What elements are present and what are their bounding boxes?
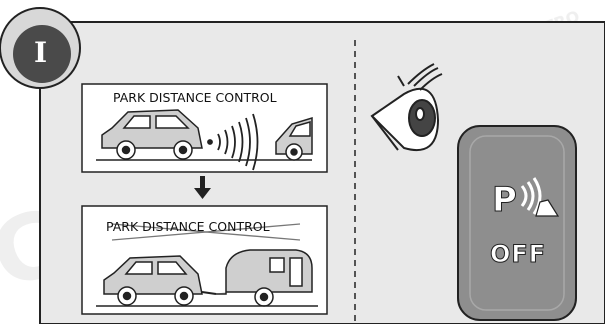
panel-pdc-active-title: PARK DISTANCE CONTROL <box>113 90 277 105</box>
pdc-button-symbol: P <box>492 180 517 220</box>
pdc-button-off-label: OFF <box>490 240 546 268</box>
pdc-off-button[interactable] <box>458 126 576 320</box>
panel-pdc-trailer-title: PARK DISTANCE CONTROL <box>106 219 270 234</box>
step-badge-label: I <box>34 36 47 69</box>
